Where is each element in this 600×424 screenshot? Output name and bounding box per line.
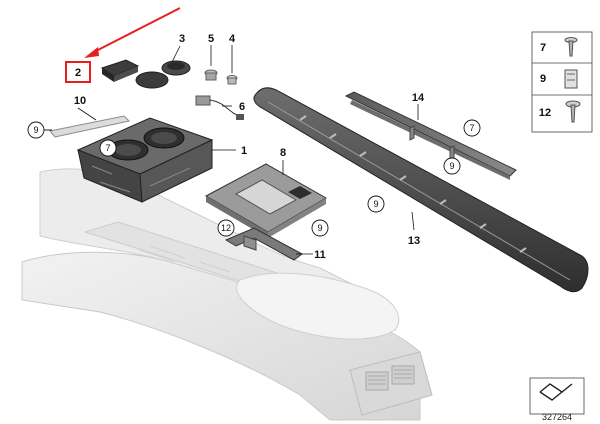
legend-item-7: 7 <box>540 37 578 57</box>
part-8-bezel <box>204 160 328 238</box>
svg-text:9: 9 <box>373 199 378 209</box>
part-5-fastener <box>204 45 218 81</box>
callout-3: 3 <box>179 33 185 45</box>
fastener-legend: 7 9 12 <box>531 31 593 133</box>
svg-text:9: 9 <box>317 223 322 233</box>
screw-icon <box>565 100 581 123</box>
circled-references: 9 7 12 9 7 9 9 <box>27 119 481 237</box>
svg-text:12: 12 <box>539 107 551 119</box>
ref-9-trim: 9 <box>443 157 461 175</box>
fold-symbol-icon <box>539 383 573 401</box>
part-1-cupholder <box>76 117 236 203</box>
ref-12-bracket: 12 <box>217 219 235 237</box>
part-10-trim-strip <box>49 107 131 138</box>
callout-2: 2 <box>75 67 81 79</box>
ref-9-panel: 9 <box>367 195 385 213</box>
callout-5: 5 <box>208 33 214 45</box>
clip-icon <box>564 69 578 89</box>
callout-8: 8 <box>280 147 286 159</box>
part-4-fastener <box>226 45 238 85</box>
screw-icon <box>564 37 578 57</box>
rear-vent <box>365 365 415 391</box>
highlight-arrow-icon <box>84 7 181 58</box>
callout-13: 13 <box>408 235 420 247</box>
callout-14: 14 <box>412 92 425 104</box>
callout-10: 10 <box>74 95 86 107</box>
part-11-bracket <box>224 227 313 261</box>
ref-7-trim: 7 <box>463 119 481 137</box>
diagram-number: 327264 <box>542 412 572 422</box>
legend-item-12: 12 <box>539 100 581 123</box>
part-2-highlight-box <box>65 61 91 83</box>
svg-text:7: 7 <box>105 143 110 153</box>
svg-text:12: 12 <box>221 223 231 233</box>
part-2-cover <box>100 59 140 82</box>
part-6-switch <box>195 95 244 120</box>
callout-4: 4 <box>229 33 236 45</box>
callout-labels: 2 3 5 4 10 6 1 8 11 13 14 <box>65 33 425 261</box>
svg-text:7: 7 <box>469 123 474 133</box>
callout-6: 6 <box>239 101 245 113</box>
part-14-trim-strip <box>344 91 517 180</box>
part-13-trim-panel <box>253 87 589 293</box>
centre-console <box>21 168 433 421</box>
ref-7-cupholder: 7 <box>99 139 117 157</box>
diagram-number-box: 327264 <box>529 377 585 422</box>
svg-text:7: 7 <box>540 42 546 54</box>
callout-1: 1 <box>241 145 247 157</box>
part-3-cup-insert <box>135 45 191 89</box>
legend-item-9: 9 <box>540 69 578 89</box>
svg-text:9: 9 <box>540 73 546 85</box>
ref-9-left: 9 <box>27 121 52 139</box>
svg-text:9: 9 <box>449 161 454 171</box>
ref-9-bezel: 9 <box>311 219 329 237</box>
callout-11: 11 <box>314 249 326 261</box>
svg-text:9: 9 <box>33 125 38 135</box>
